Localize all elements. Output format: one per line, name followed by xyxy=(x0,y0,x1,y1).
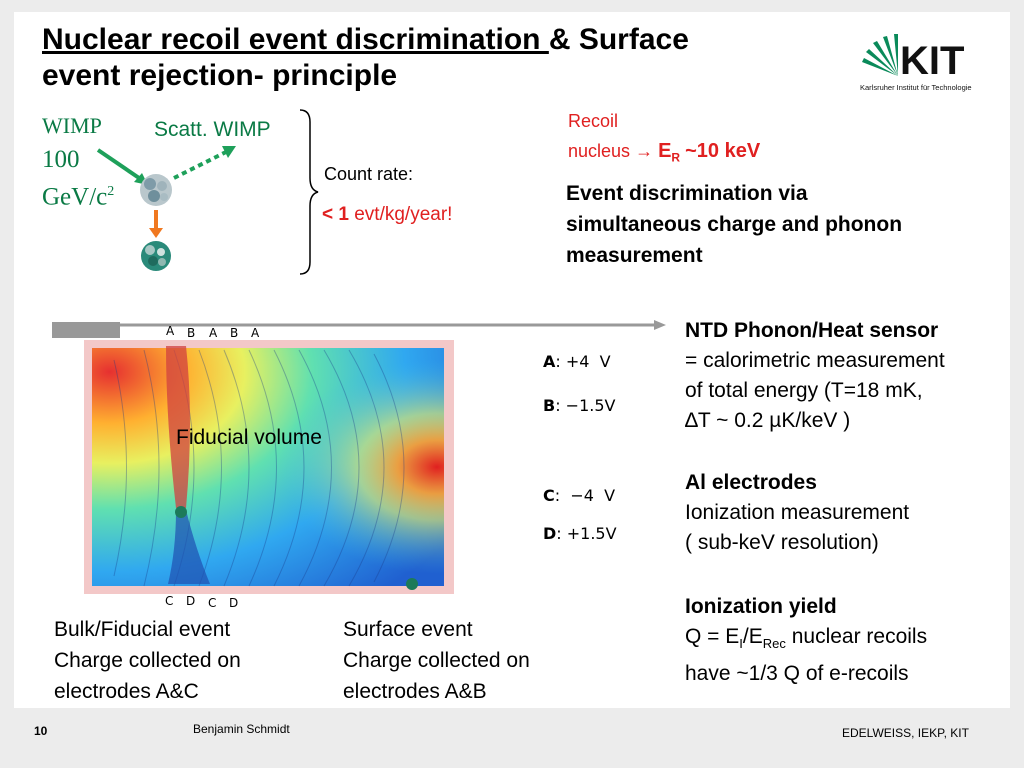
tick-b1: B xyxy=(187,326,196,340)
tick-a1: A xyxy=(166,324,175,338)
kit-logo: KIT Karlsruher Institut für Technologie xyxy=(856,32,986,96)
surface-event-icon xyxy=(406,578,418,590)
surface-event-region xyxy=(166,346,190,508)
yield-title: Ionization yield xyxy=(685,595,837,618)
yield-section: Ionization yield Q = EI/ERec nuclear rec… xyxy=(685,592,927,689)
wimp-label: WIMP xyxy=(42,113,102,138)
ntd-title: NTD Phonon/Heat sensor xyxy=(685,319,939,342)
field-line-plot xyxy=(84,340,454,594)
recoil-nucleus-icon xyxy=(141,241,171,271)
tick-a2: A xyxy=(209,326,218,340)
ntd-section: NTD Phonon/Heat sensor = calorimetric me… xyxy=(685,316,945,436)
count-rate-label: Count rate: xyxy=(324,164,414,184)
bulk-event-caption: Bulk/Fiducial event Charge collected on … xyxy=(54,618,241,703)
tick-c1: C xyxy=(165,594,174,608)
detector-bar xyxy=(52,322,120,338)
footer-right: EDELWEISS, IEKP, KIT xyxy=(842,726,969,740)
recoil-arrow-head xyxy=(149,228,163,238)
wimp-unit: GeV/c2 xyxy=(42,183,115,211)
title-underlined: Nuclear recoil event discrimination xyxy=(42,23,549,56)
tick-d1: D xyxy=(186,594,196,608)
discrimination-text: Event discrimination via simultaneous ch… xyxy=(566,182,903,267)
surface-event-caption: Surface event Charge collected on electr… xyxy=(343,618,530,703)
title-line2: event rejection- principle xyxy=(42,59,398,92)
kit-logo-subtitle: Karlsruher Institut für Technologie xyxy=(860,83,972,92)
electrode-b-voltage: B: −1.5V xyxy=(543,396,616,415)
footer-author: Benjamin Schmidt xyxy=(193,722,290,736)
slide-title: Nuclear recoil event discrimination & Su… xyxy=(42,22,689,94)
electrode-a-voltage: A: +4 V xyxy=(543,352,611,371)
fiducial-volume-label: Fiducial volume xyxy=(176,426,322,449)
detector-arrow xyxy=(52,320,666,338)
bulk-event-region xyxy=(168,510,210,584)
scattered-wimp-label: Scatt. WIMP xyxy=(154,118,271,141)
title-rest: & Surface xyxy=(548,23,689,56)
al-section: Al electrodes Ionization measurement ( s… xyxy=(685,468,909,558)
brace-icon xyxy=(299,109,319,275)
al-title: Al electrodes xyxy=(685,471,817,494)
kit-logo-icon: KIT Karlsruher Institut für Technologie xyxy=(860,34,972,92)
count-rate-value: < 1 evt/kg/year! xyxy=(322,204,453,225)
scattered-wimp-arrow xyxy=(173,150,227,180)
recoil-label-line1: Recoil xyxy=(568,111,619,131)
kit-logo-text: KIT xyxy=(900,39,964,83)
scattered-arrow-head xyxy=(222,146,236,158)
incoming-wimp-arrow xyxy=(96,148,144,182)
recoil-label-line2: nucleus → ER ~10 keV xyxy=(568,140,761,165)
page-number: 10 xyxy=(34,724,48,738)
tick-b2: B xyxy=(230,326,239,340)
wimp-mass: 100 xyxy=(42,146,80,173)
electrode-c-voltage: C: −4 V xyxy=(543,486,616,505)
tick-a3: A xyxy=(251,326,260,340)
tick-c2: C xyxy=(208,596,217,610)
electrode-d-voltage: D: +1.5V xyxy=(543,524,617,543)
nucleus-icon xyxy=(140,174,172,206)
tick-d2: D xyxy=(229,596,239,610)
scattering-diagram xyxy=(96,146,236,271)
arrow-head xyxy=(654,320,666,330)
bulk-event-icon xyxy=(175,506,187,518)
